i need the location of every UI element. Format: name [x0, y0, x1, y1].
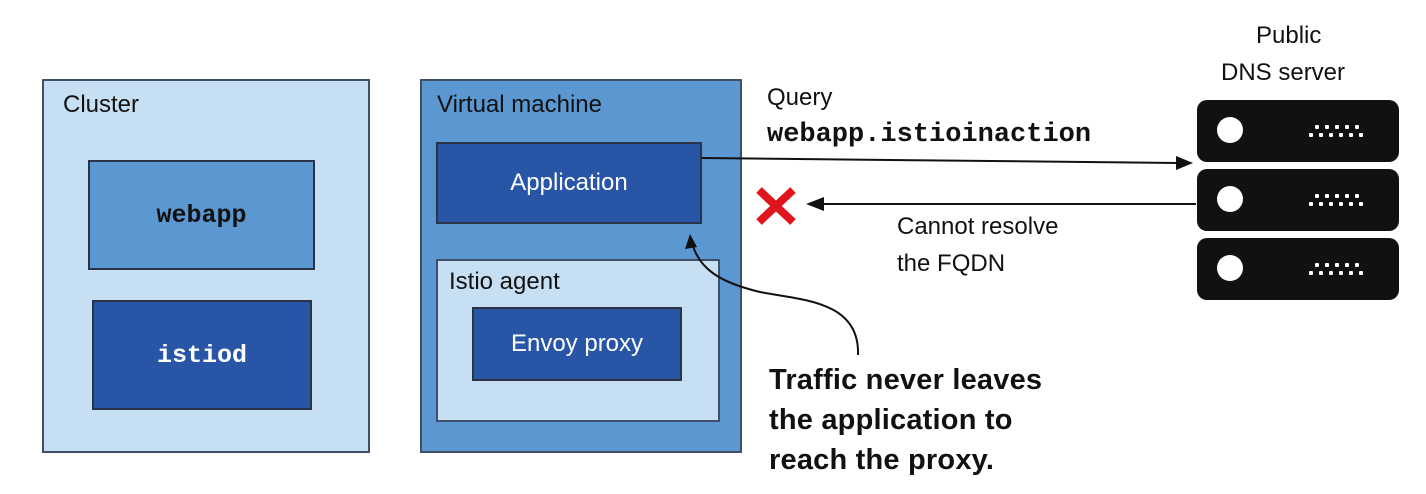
server-led-dot	[1329, 133, 1333, 137]
server-led-dot	[1315, 125, 1319, 129]
server-unit	[1197, 100, 1399, 162]
server-led-dot	[1325, 263, 1329, 267]
server-led-dot	[1319, 271, 1323, 275]
query-hostname: webapp.istioinaction	[767, 120, 1092, 150]
istio-agent-title: Istio agent	[449, 268, 560, 295]
server-led-dot	[1319, 202, 1323, 206]
server-unit	[1197, 169, 1399, 231]
server-rack-icon	[1197, 100, 1399, 300]
server-led-dot	[1309, 133, 1313, 137]
vm-title: Virtual machine	[437, 91, 602, 118]
traffic-note: Traffic never leaves the application to …	[769, 360, 1042, 480]
server-led-dot	[1325, 125, 1329, 129]
server-led-dot	[1345, 194, 1349, 198]
server-unit	[1197, 238, 1399, 300]
response-line1: Cannot resolve	[897, 213, 1059, 240]
server-led-dot	[1345, 263, 1349, 267]
server-led-dot	[1355, 263, 1359, 267]
server-led-dot	[1359, 202, 1363, 206]
server-led-dot	[1359, 271, 1363, 275]
traffic-note-line2: the application to	[769, 404, 1013, 436]
application-box: Application	[436, 142, 702, 224]
dns-title-line2: DNS server	[1221, 59, 1346, 86]
server-led-dot	[1349, 202, 1353, 206]
server-led-dot	[1329, 202, 1333, 206]
envoy-proxy-box: Envoy proxy	[472, 307, 682, 381]
server-led-dot	[1345, 125, 1349, 129]
server-led-dot	[1335, 263, 1339, 267]
dns-title-line1: Public	[1256, 22, 1322, 49]
server-leds-icon	[1309, 121, 1365, 141]
istiod-box: istiod	[92, 300, 312, 410]
server-led-dot	[1329, 271, 1333, 275]
server-leds-icon	[1309, 190, 1365, 210]
server-led-dot	[1309, 271, 1313, 275]
query-label: Query	[767, 84, 833, 111]
response-arrow	[806, 197, 1196, 211]
traffic-note-line1: Traffic never leaves	[769, 364, 1043, 396]
query-arrow	[701, 156, 1193, 170]
webapp-service-box: webapp	[88, 160, 315, 270]
server-led-dot	[1349, 271, 1353, 275]
server-led-dot	[1359, 133, 1363, 137]
server-led-dot	[1319, 133, 1323, 137]
server-led-dot	[1335, 194, 1339, 198]
server-indicator-icon	[1217, 117, 1243, 143]
cluster-title: Cluster	[63, 91, 140, 118]
server-led-dot	[1325, 194, 1329, 198]
note-callout-arrow	[685, 234, 860, 356]
server-led-dot	[1355, 125, 1359, 129]
server-led-dot	[1315, 194, 1319, 198]
traffic-note-line3: reach the proxy.	[769, 444, 995, 476]
server-led-dot	[1315, 263, 1319, 267]
server-led-dot	[1309, 202, 1313, 206]
server-leds-icon	[1309, 259, 1365, 279]
x-mark-icon	[756, 187, 796, 225]
server-led-dot	[1335, 125, 1339, 129]
response-line2: the FQDN	[897, 250, 1006, 277]
server-led-dot	[1349, 133, 1353, 137]
server-indicator-icon	[1217, 255, 1243, 281]
server-led-dot	[1339, 133, 1343, 137]
server-led-dot	[1339, 202, 1343, 206]
server-indicator-icon	[1217, 186, 1243, 212]
server-led-dot	[1339, 271, 1343, 275]
server-led-dot	[1355, 194, 1359, 198]
